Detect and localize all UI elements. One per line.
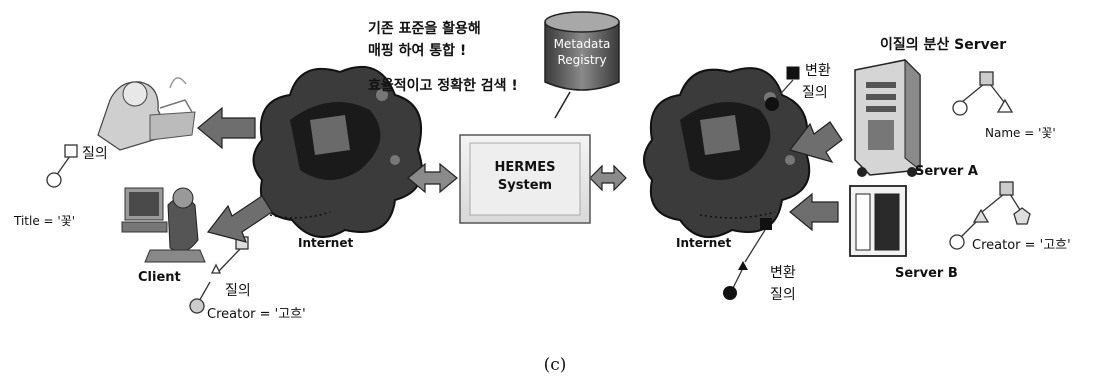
query-bottom-tree-icon bbox=[189, 236, 249, 314]
arrow-to-user-top bbox=[197, 106, 256, 150]
arrow-to-server-b bbox=[789, 192, 839, 232]
metadata-registry-icon bbox=[544, 11, 620, 119]
query-top-tree-icon bbox=[46, 144, 78, 188]
user-top-icon bbox=[97, 77, 196, 151]
hermes-system-box bbox=[459, 134, 591, 224]
note-line-3: 효율적이고 정확한 검색 ! bbox=[368, 78, 518, 94]
server-a-icon bbox=[854, 58, 921, 177]
query-top-label: 질의 bbox=[82, 146, 108, 162]
title-condition: Title = '꽃' bbox=[14, 214, 76, 228]
note-line-1: 기존 표준을 활용해 bbox=[368, 21, 481, 37]
transform-top-label-1: 변환 bbox=[805, 63, 831, 79]
arrow-to-client bbox=[206, 195, 273, 243]
transform-bottom-tree-icon bbox=[723, 218, 772, 300]
arrow-hermes-right bbox=[589, 164, 627, 192]
registry-label-2: Registry bbox=[557, 53, 607, 67]
internet-right-label: Internet bbox=[676, 236, 732, 250]
server-b-icon bbox=[849, 185, 907, 257]
client-user-icon bbox=[121, 187, 206, 263]
name-condition: Name = '꽃' bbox=[985, 126, 1056, 140]
client-label: Client bbox=[138, 270, 181, 285]
server-a-tree-icon bbox=[952, 71, 1014, 116]
creator-condition-left: Creator = '고흐' bbox=[207, 307, 306, 322]
note-line-2: 매핑 하여 통합 ! bbox=[368, 43, 467, 59]
internet-right-icon bbox=[643, 67, 811, 238]
creator-condition-right: Creator = '고흐' bbox=[972, 238, 1071, 253]
arrow-to-server-a bbox=[788, 121, 843, 163]
figure-caption: (c) bbox=[543, 355, 567, 375]
servers-title: 이질의 분산 Server bbox=[880, 37, 1007, 53]
internet-left-label: Internet bbox=[298, 236, 354, 250]
hermes-label-2: System bbox=[497, 178, 553, 193]
query-bottom-label: 질의 bbox=[225, 283, 251, 299]
transform-top-label-2: 질의 bbox=[802, 85, 828, 101]
registry-label-1: Metadata bbox=[553, 37, 611, 51]
server-b-label: Server B bbox=[895, 266, 958, 281]
transform-bottom-label-2: 질의 bbox=[770, 287, 796, 303]
hermes-label-1: HERMES bbox=[494, 160, 556, 175]
server-a-label: Server A bbox=[915, 164, 978, 179]
transform-top-tree-icon bbox=[765, 66, 800, 111]
transform-bottom-label-1: 변환 bbox=[770, 265, 796, 281]
arrow-left-hermes bbox=[407, 162, 458, 194]
server-b-tree-icon bbox=[949, 181, 1031, 250]
